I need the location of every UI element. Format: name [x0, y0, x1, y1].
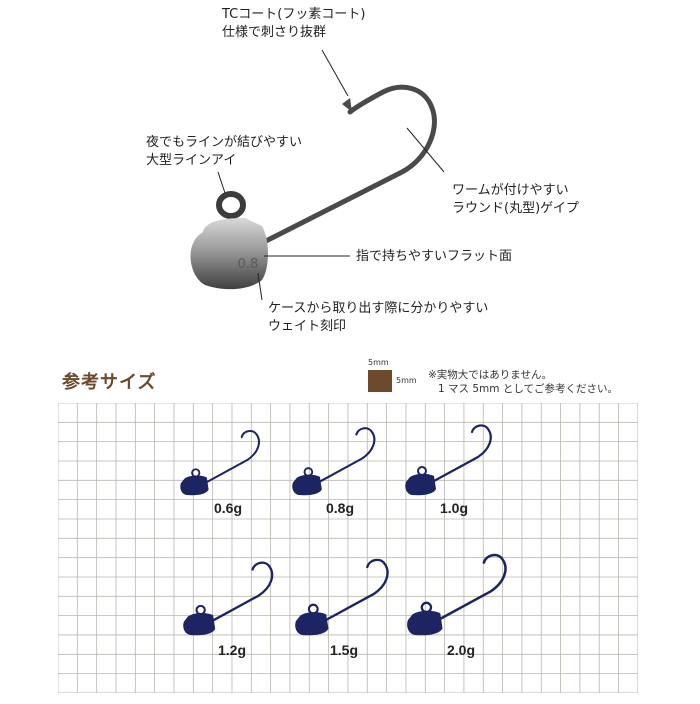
- callout-weight-stamp: ケースから取り出す際に分かりやすい ウェイト刻印: [268, 300, 488, 336]
- jig-eye: [307, 603, 319, 615]
- callout-round-gape-line1: ワームが付けやすい: [452, 183, 569, 198]
- line-eye: [216, 191, 246, 219]
- callout-weight-stamp-line2: ウェイト刻印: [268, 319, 347, 334]
- jig-1-2g: [183, 561, 274, 636]
- size-label-0-6g: 0.6g: [214, 500, 243, 516]
- jig-head: [183, 613, 216, 636]
- callout-round-gape-line2: ラウンド(丸型)ゲイプ: [452, 201, 579, 216]
- jig-hook: [438, 553, 507, 621]
- callout-line-eye-line1: 夜でもラインが結びやすい: [146, 135, 303, 150]
- callout-line-eye: 夜でもラインが結びやすい 大型ラインアイ: [146, 134, 302, 170]
- jig-eye: [303, 467, 314, 477]
- callout-flat-face: 指で持ちやすいフラット面: [356, 248, 512, 266]
- reference-title: 参考サイズ: [62, 372, 157, 393]
- callout-tc-coat: TCコート(フッ素コート) 仕様で刺さり抜群: [222, 6, 365, 42]
- jig-2-0g: [407, 553, 507, 636]
- callout-tc-coat-line1: TCコート(フッ素コート): [222, 7, 366, 22]
- callout-weight-stamp-line1: ケースから取り出す際に分かりやすい: [268, 301, 489, 316]
- scale-note-line1: ※実物大ではありません。: [428, 369, 552, 381]
- jig-eye: [191, 468, 201, 478]
- lead-head: [190, 218, 268, 290]
- jig-silhouettes: [0, 400, 700, 700]
- swatch-top-label: 5mm: [368, 358, 389, 367]
- jig-hook: [205, 430, 260, 484]
- jig-head: [292, 474, 322, 496]
- grid-svg: [57, 402, 639, 694]
- callout-tc-coat-line2: 仕様で刺さり抜群: [222, 25, 327, 40]
- jig-hook: [325, 558, 389, 622]
- hook-shank: [259, 84, 437, 246]
- jig-head: [295, 612, 329, 636]
- hook-point: [342, 98, 352, 112]
- jig-head: [405, 473, 436, 496]
- jig-silhouettes-svg: [180, 424, 507, 636]
- callout-line-eye-line2: 大型ラインアイ: [146, 153, 237, 168]
- scale-note: ※実物大ではありません。 1 マス 5mm としてご参考ください。: [428, 368, 618, 396]
- jig-0-8g: [292, 427, 376, 496]
- jighead-drawing: 0.8: [190, 49, 445, 301]
- callout-flat-face-text: 指で持ちやすいフラット面: [356, 249, 513, 264]
- weight-stamp: 0.8: [238, 257, 259, 272]
- size-label-1-0g: 1.0g: [440, 500, 469, 516]
- jig-hook: [211, 561, 274, 622]
- size-label-2-0g: 2.0g: [447, 642, 476, 658]
- leader-tc: [321, 49, 349, 97]
- size-label-0-8g: 0.8g: [326, 500, 355, 516]
- jig-hook: [318, 427, 376, 483]
- reference-grid: [57, 402, 639, 694]
- leader-weight: [257, 272, 263, 301]
- jig-0-6g: [180, 430, 260, 496]
- scale-note-line2: 1 マス 5mm としてご参考ください。: [438, 383, 619, 395]
- size-label-1-2g: 1.2g: [218, 642, 247, 658]
- jig-hook: [432, 424, 492, 483]
- jig-eye: [420, 601, 433, 614]
- swatch-side-label: 5mm: [396, 376, 417, 385]
- scale-swatch: [368, 370, 392, 392]
- jig-head: [407, 610, 443, 636]
- size-label-1-5g: 1.5g: [330, 642, 359, 658]
- jig-1-0g: [405, 424, 492, 496]
- callout-round-gape: ワームが付けやすい ラウンド(丸型)ゲイプ: [452, 182, 579, 218]
- jig-1-5g: [295, 558, 389, 636]
- jig-eye: [417, 466, 427, 476]
- leader-gape: [406, 127, 445, 173]
- leader-eye: [217, 171, 226, 194]
- jig-head: [180, 475, 209, 496]
- jig-eye: [195, 604, 206, 616]
- jighead-illustration: 0.8: [0, 0, 700, 350]
